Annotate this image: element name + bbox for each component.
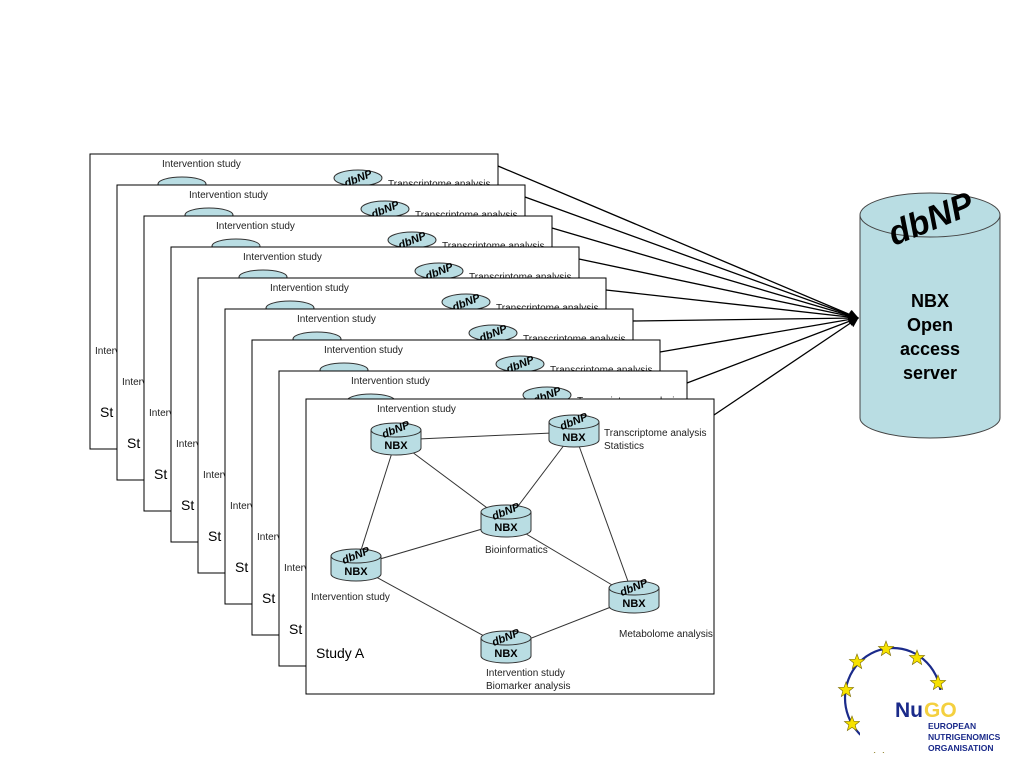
arrow-2 (524, 196, 859, 320)
arrow-7 (659, 314, 859, 353)
node-nbx-label: NBX (384, 440, 408, 452)
statistics-label: Statistics (604, 441, 644, 452)
stack-header-label: Intervention study (189, 190, 268, 201)
stack-study-label: St (208, 528, 221, 544)
stack-study-label: St (181, 497, 194, 513)
stack-study-label: St (289, 621, 302, 637)
nugo-go: GO (924, 699, 957, 722)
stack-side-label: Interv (203, 470, 228, 481)
metabolome-label: Metabolome analysis (619, 629, 713, 640)
stack-header-label: Intervention study (297, 314, 376, 325)
stack-side-label: Interv (122, 377, 147, 388)
biomarker-label: Biomarker analysis (486, 681, 570, 692)
star-icon (929, 674, 947, 691)
star-icon (848, 653, 866, 670)
stack-header-label: Intervention study (216, 221, 295, 232)
stack-header-label: Intervention study (243, 252, 322, 263)
stack-study-label: St (127, 435, 140, 451)
nugo-nu: Nu (895, 699, 923, 722)
nbx-server-cylinder: dbNP NBX Open access server (859, 185, 1001, 439)
stack-study-label: St (154, 466, 167, 482)
node-nbx-label: NBX (344, 566, 368, 578)
node-nbx-label: NBX (622, 598, 646, 610)
arrow-9 (713, 317, 859, 416)
stack-study-label: St (235, 559, 248, 575)
star-icon (877, 640, 895, 657)
stack-header-label: Intervention study (351, 376, 430, 387)
arrow-8 (686, 316, 859, 384)
stack-header-label: Intervention study (270, 283, 349, 294)
stack-study-label: St (100, 404, 113, 420)
arrow-3 (551, 227, 859, 321)
star-icon (837, 681, 855, 698)
arrows-to-server (497, 165, 859, 416)
star-icon (908, 649, 926, 666)
arrow-5 (605, 289, 859, 322)
intervention-study-label: Intervention study (486, 668, 565, 679)
study-a-title: Study A (316, 645, 365, 661)
stack-side-label: Interv (149, 408, 174, 419)
stack-side-label: Interv (230, 501, 255, 512)
node-nbx-label: NBX (494, 522, 518, 534)
arrow-1 (497, 165, 859, 320)
nugo-line-2: NUTRIGENOMICS (928, 732, 1001, 742)
arrow-4 (578, 258, 859, 322)
server-line-1: NBX (911, 291, 949, 311)
server-line-3: access (900, 339, 960, 359)
node-nbx-label: NBX (562, 432, 586, 444)
bioinformatics-label: Bioinformatics (485, 545, 548, 556)
stack-side-label: Interv (176, 439, 201, 450)
transcriptome-label: Transcriptome analysis (604, 428, 706, 439)
stack-header-label: Intervention study (162, 159, 241, 170)
server-line-4: server (903, 363, 957, 383)
node-nbx-label: NBX (494, 648, 518, 660)
server-line-2: Open (907, 315, 953, 335)
nugo-line-3: ORGANISATION (928, 743, 993, 753)
front-header-label: Intervention study (377, 404, 456, 415)
intervention-label: Intervention study (311, 592, 390, 603)
nugo-logo: Nu GO EUROPEAN NUTRIGENOMICS ORGANISATIO… (837, 640, 1001, 754)
star-icon (843, 715, 861, 732)
arrow-6 (632, 313, 859, 324)
stack-side-label: Interv (257, 532, 282, 543)
stack-header-label: Intervention study (324, 345, 403, 356)
stack-side-label: Interv (95, 346, 120, 357)
stack-side-label: Interv (284, 563, 309, 574)
stack-study-label: St (262, 590, 275, 606)
nugo-line-1: EUROPEAN (928, 721, 976, 731)
